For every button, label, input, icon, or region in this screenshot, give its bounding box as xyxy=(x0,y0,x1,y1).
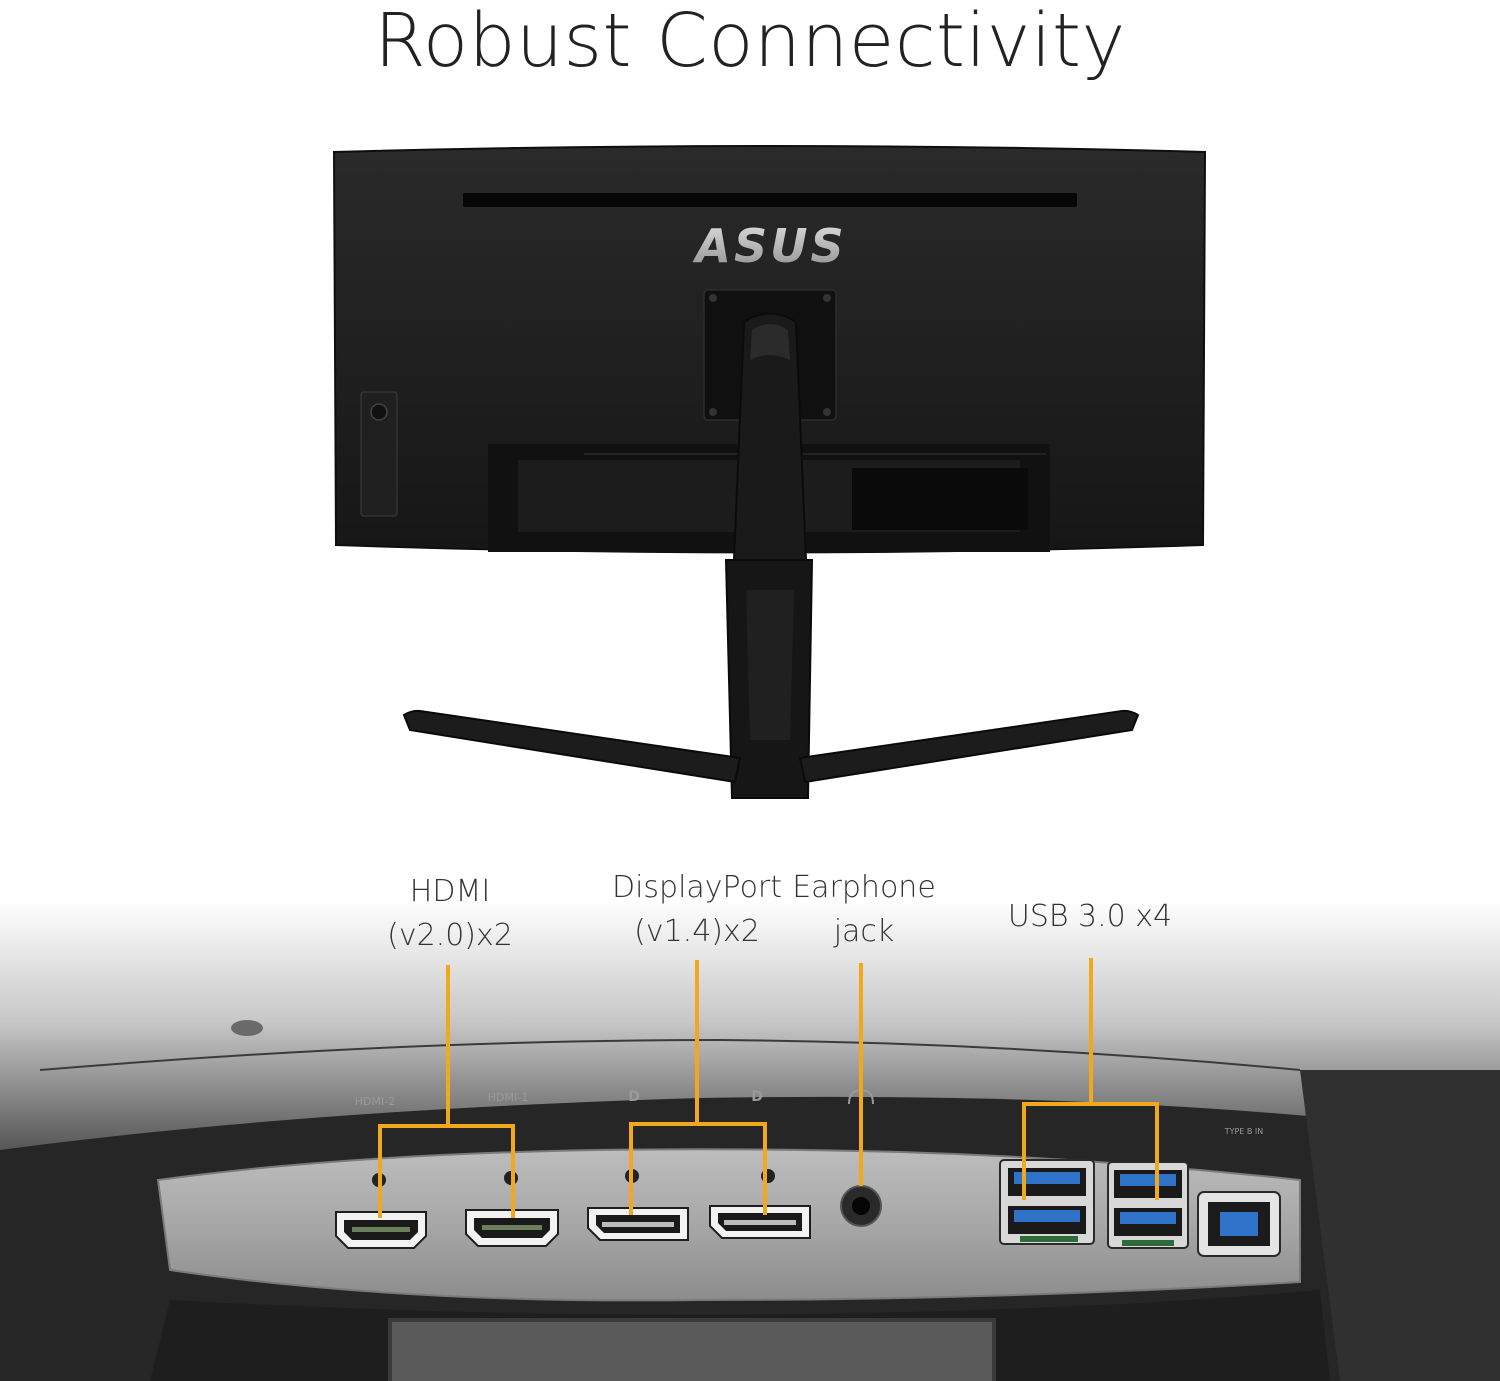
joystick-button xyxy=(370,403,388,421)
usb-type-b-port xyxy=(1197,1191,1281,1257)
label-displayport-line2: (v1.4)x2 xyxy=(634,914,760,949)
callout-lines xyxy=(378,958,1159,1218)
label-usb: USB 3.0 x4 xyxy=(985,895,1195,939)
control-block xyxy=(360,391,398,517)
displayport-callout xyxy=(629,960,767,1215)
label-hdmi-line2: (v2.0)x2 xyxy=(387,918,513,953)
earphone-jack xyxy=(840,1185,882,1227)
label-earphone: Earphone jack xyxy=(774,866,954,954)
hdmi-port-1 xyxy=(465,1209,559,1247)
stand-base-right xyxy=(798,709,1140,784)
monitor-rear: ASUS xyxy=(332,145,1207,799)
label-hdmi: HDMI (v2.0)x2 xyxy=(350,870,550,958)
typeb-mark: TYPE B IN xyxy=(1224,1127,1264,1136)
usb-callout xyxy=(1022,958,1159,1200)
label-earphone-line1: Earphone xyxy=(792,870,936,905)
usb-stack-1 xyxy=(999,1159,1095,1245)
port-closeup: HDMI-2 HDMI-1 D D TYPE B IN xyxy=(0,900,1500,1381)
hdmi1-mark: HDMI-1 xyxy=(488,1091,528,1104)
hdmi2-mark: HDMI-2 xyxy=(355,1095,395,1108)
label-displayport: DisplayPort (v1.4)x2 xyxy=(597,866,797,954)
displayport-port-2 xyxy=(709,1205,811,1239)
label-earphone-line2: jack xyxy=(833,914,895,949)
usb-stack-2 xyxy=(1107,1161,1189,1249)
label-hdmi-line1: HDMI xyxy=(409,874,491,909)
label-displayport-line1: DisplayPort xyxy=(611,870,783,905)
displayport-mark-1: D xyxy=(628,1089,640,1105)
label-usb-line1: USB 3.0 x4 xyxy=(1007,899,1173,934)
displayport-mark-2: D xyxy=(751,1089,763,1105)
stand-base-left xyxy=(402,709,742,784)
vent-slot xyxy=(463,193,1077,207)
displayport-port-1 xyxy=(587,1207,689,1241)
hdmi-callout xyxy=(378,965,515,1218)
headline: Robust Connectivity xyxy=(374,0,1126,84)
asus-logo: ASUS xyxy=(692,219,846,273)
hdmi-port-2 xyxy=(335,1211,427,1249)
